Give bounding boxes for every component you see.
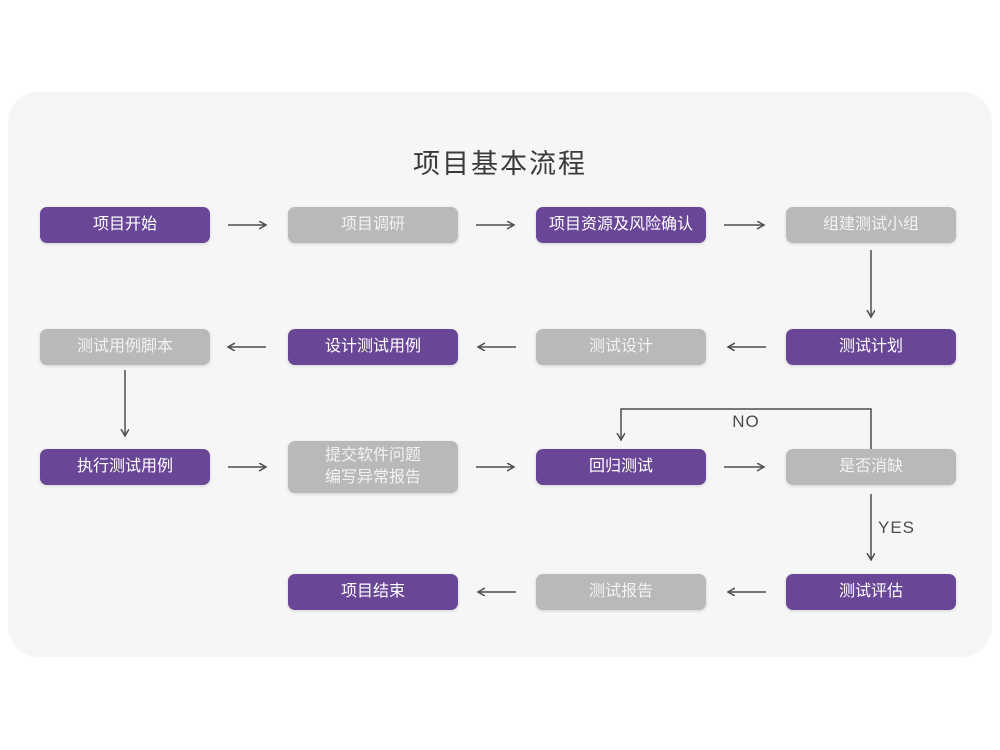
submit-issues-line1: 提交软件问题 [324,447,421,464]
flow-node-design-test-cases: 设计测试用例 [288,329,458,365]
edge-label-yes: YES [878,518,916,537]
flow-node-project-start: 项目开始 [40,207,210,243]
flow-node-project-research: 项目调研 [288,207,458,243]
flow-node-submit-issues: 提交软件问题 编写异常报告 [288,441,458,493]
page-title: 项目基本流程 [413,149,587,179]
edge-label-no: NO [732,412,760,431]
flow-node-test-case-script: 测试用例脚本 [40,329,210,365]
flow-node-project-end: 项目结束 [288,574,458,610]
flow-node-execute-test-cases: 执行测试用例 [40,449,210,485]
submit-issues-line2: 编写异常报告 [324,469,421,486]
flow-node-resource-risk-confirm: 项目资源及风险确认 [536,207,706,243]
flow-node-test-evaluation: 测试评估 [786,574,956,610]
flow-node-test-report: 测试报告 [536,574,706,610]
flowchart-card [8,92,992,657]
flow-node-test-plan: 测试计划 [786,329,956,365]
flow-node-build-test-team: 组建测试小组 [786,207,956,243]
flow-node-regression-test: 回归测试 [536,449,706,485]
flow-node-test-design: 测试设计 [536,329,706,365]
flow-node-defect-cleared-check: 是否消缺 [786,449,956,485]
